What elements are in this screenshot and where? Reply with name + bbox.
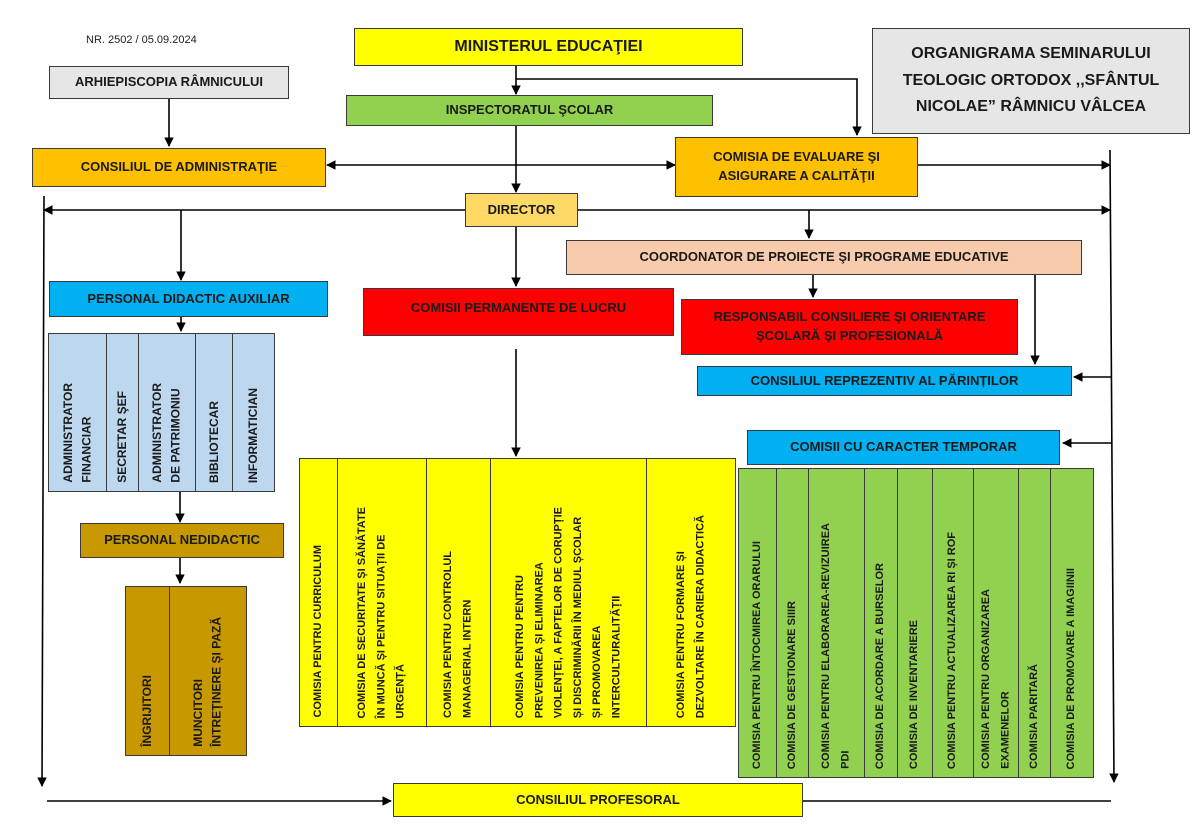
node-label: PERSONAL DIDACTIC AUXILIAR [87,290,290,306]
commission-pdi[interactable]: COMISIA PENTRU ELABORAREA-REVIZUIREA PDI [808,469,864,777]
commission-scholarships[interactable]: COMISIA DE ACORDARE A BURSELOR [864,469,897,777]
commission-label: COMISIA PENTRU PENTRU PREVENIREA ȘI ELIM… [513,506,622,718]
node-archdiocese[interactable]: ARHIEPISCOPIA RÂMNICULUI [49,66,289,99]
title-line-1: ORGANIGRAMA SEMINARULUI [911,45,1151,63]
role-maintenance-workers[interactable]: MUNCITORI ÎNTREȚINERE ȘI PAZĂ [169,587,246,755]
node-permanent-commissions[interactable]: COMISII PERMANENTE DE LUCRU [363,288,674,336]
commission-label: COMISIA DE INVENTARIERE [908,619,921,769]
commission-label: COMISIA PENTRU FORMARE ȘI DEZVOLTARE ÎN … [674,514,706,718]
commission-joint[interactable]: COMISIA PARITARĂ [1018,469,1050,777]
node-auxiliary-teaching-staff[interactable]: PERSONAL DIDACTIC AUXILIAR [49,281,328,317]
node-ministry-of-education[interactable]: MINISTERUL EDUCAŢIEI [354,28,743,66]
node-label: COMISII CU CARACTER TEMPORAR [790,439,1017,455]
commission-label: COMISIA PENTRU ACTUALIZAREA RI ȘI ROF [946,531,959,769]
node-school-inspectorate[interactable]: INSPECTORATUL ŞCOLAR [346,95,713,126]
commission-image-promotion[interactable]: COMISIA DE PROMOVARE A IMAGIINII [1050,469,1093,777]
node-label: COMISII PERMANENTE DE LUCRU [410,300,627,315]
arrow-minister-to-quality-commission [516,78,862,136]
commission-inventory[interactable]: COMISIA DE INVENTARIERE [897,469,932,777]
commission-label: COMISIA PENTRU ÎNTOCMIREA ORARULUI [750,540,763,769]
role-patrimony-administrator[interactable]: ADMINISTRATOR DE PATRIMONIU [138,334,195,491]
node-label: COMISIA DE EVALUARE ŞI ASIGURARE A CALIT… [713,149,880,183]
role-librarian[interactable]: BIBLIOTECAR [195,334,232,491]
left-rail-arrow [37,195,47,787]
node-label: CONSILIUL DE ADMINISTRAŢIE [80,159,278,175]
node-teachers-council[interactable]: CONSILIUL PROFESORAL [393,783,803,817]
commission-label: COMISIA PENTRU CONTROLUL MANAGERIAL INTE… [442,550,474,718]
role-label: ADMINISTRATOR FINANCIAR [60,383,94,483]
commission-professional-development[interactable]: COMISIA PENTRU FORMARE ȘI DEZVOLTARE ÎN … [646,459,735,726]
commission-internal-control[interactable]: COMISIA PENTRU CONTROLUL MANAGERIAL INTE… [426,459,490,726]
node-director[interactable]: DIRECTOR [465,193,578,227]
title-line-3: NICOLAE” RÂMNICU VÂLCEA [915,98,1147,116]
commission-label: COMISIA DE ACORDARE A BURSELOR [874,562,887,769]
node-label: COORDONATOR DE PROIECTE ŞI PROGRAME EDUC… [639,249,1009,265]
role-chief-secretary[interactable]: SECRETAR ŞEF [106,334,138,491]
node-counseling-responsible[interactable]: RESPONSABIL CONSILIERE ŞI ORIENTARE ŞCOL… [681,299,1018,355]
role-label: ÎNGRIJITORI [140,675,155,747]
commission-label: COMISIA DE SECURITATE ȘI SĂNĂTATE ÎN MUN… [356,506,407,718]
commission-violence-prevention[interactable]: COMISIA PENTRU PENTRU PREVENIREA ȘI ELIM… [490,459,646,726]
title-line-2: TEOLOGIC ORTODOX ,,SFÂNTUL [902,71,1160,89]
node-label: ARHIEPISCOPIA RÂMNICULUI [74,74,264,90]
node-label: RESPONSABIL CONSILIERE ŞI ORIENTARE ŞCOL… [713,309,986,343]
chart-title: ORGANIGRAMA SEMINARULUI TEOLOGIC ORTODOX… [872,28,1190,134]
commission-timetable[interactable]: COMISIA PENTRU ÎNTOCMIREA ORARULUI [739,469,776,777]
commission-label: COMISIA PENTRU ORGANIZAREA EXAMENELOR [979,589,1011,769]
auxiliary-staff-roles: ADMINISTRATOR FINANCIAR SECRETAR ŞEF ADM… [48,333,275,492]
role-label: SECRETAR ŞEF [115,391,130,483]
role-label: ADMINISTRATOR DE PATRIMONIU [150,383,183,483]
commission-label: COMISIA PARITARĂ [1027,664,1040,769]
commission-regulations-update[interactable]: COMISIA PENTRU ACTUALIZAREA RI ȘI ROF [932,469,973,777]
role-label: INFORMATICIAN [246,387,261,483]
document-reference-number: NR. 2502 / 05.09.2024 [86,34,197,46]
node-label: DIRECTOR [487,201,556,217]
right-rail-arrow [1109,149,1119,783]
node-label: MINISTERUL EDUCAŢIEI [454,37,643,55]
role-financial-administrator[interactable]: ADMINISTRATOR FINANCIAR [49,334,106,491]
temporary-commissions-list: COMISIA PENTRU ÎNTOCMIREA ORARULUI COMIS… [738,468,1094,778]
commission-safety-health[interactable]: COMISIA DE SECURITATE ȘI SĂNĂTATE ÎN MUN… [337,459,426,726]
node-non-teaching-staff[interactable]: PERSONAL NEDIDACTIC [80,523,284,558]
permanent-commissions-list: COMISIA PENTRU CURRICULUM COMISIA DE SEC… [299,458,736,727]
node-parents-council[interactable]: CONSILIUL REPREZENTIV AL PĂRINȚILOR [697,366,1072,396]
non-teaching-roles: ÎNGRIJITORI MUNCITORI ÎNTREȚINERE ȘI PAZ… [125,586,247,756]
node-label: INSPECTORATUL ŞCOLAR [445,102,614,118]
commission-siiir[interactable]: COMISIA DE GESTIONARE SIIIR [776,469,808,777]
role-label: MUNCITORI ÎNTREȚINERE ȘI PAZĂ [191,617,224,747]
commission-label: COMISIA PENTRU ELABORAREA-REVIZUIREA PDI [820,523,852,769]
role-label: BIBLIOTECAR [206,401,221,483]
node-projects-coordinator[interactable]: COORDONATOR DE PROIECTE ŞI PROGRAME EDUC… [566,240,1082,275]
node-label: CONSILIUL REPREZENTIV AL PĂRINȚILOR [750,372,1019,388]
role-caretakers[interactable]: ÎNGRIJITORI [126,587,169,755]
node-temporary-commissions[interactable]: COMISII CU CARACTER TEMPORAR [747,430,1060,465]
node-administration-council[interactable]: CONSILIUL DE ADMINISTRAŢIE [32,148,326,187]
node-label: PERSONAL NEDIDACTIC [104,532,260,548]
commission-label: COMISIA PENTRU CURRICULUM [311,545,324,718]
commission-exams[interactable]: COMISIA PENTRU ORGANIZAREA EXAMENELOR [973,469,1018,777]
commission-curriculum[interactable]: COMISIA PENTRU CURRICULUM [300,459,337,726]
commission-label: COMISIA DE PROMOVARE A IMAGIINII [1065,567,1078,769]
node-quality-assurance-commission[interactable]: COMISIA DE EVALUARE ŞI ASIGURARE A CALIT… [675,137,918,197]
commission-label: COMISIA DE GESTIONARE SIIIR [785,600,798,769]
role-it-specialist[interactable]: INFORMATICIAN [232,334,274,491]
node-label: CONSILIUL PROFESORAL [516,791,680,807]
